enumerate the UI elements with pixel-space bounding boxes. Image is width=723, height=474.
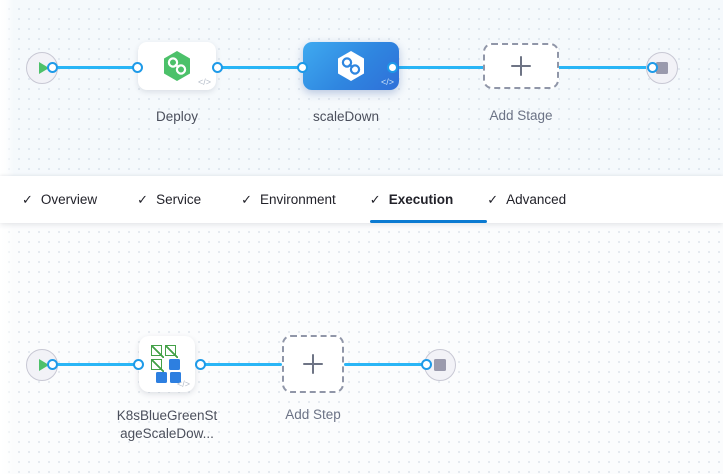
canvas-left-fade <box>0 223 14 474</box>
step-label-line1: K8sBlueGreenSt <box>116 408 218 423</box>
stage-node-scaledown[interactable]: </> <box>303 42 399 90</box>
step-port-start-out[interactable] <box>47 359 58 370</box>
step-label-line2: ageScaleDow... <box>120 426 214 441</box>
tab-label: Advanced <box>506 192 567 207</box>
plus-icon <box>511 56 531 76</box>
step-wire-addstep-end <box>344 363 428 366</box>
stage-wire-scaledown-addstage <box>392 66 487 69</box>
check-icon: ✓ <box>241 192 252 207</box>
stage-port-deploy-in[interactable] <box>132 62 143 73</box>
step-wire-start-step <box>50 363 145 366</box>
tab-label: Execution <box>388 192 454 207</box>
stage-port-deploy-out[interactable] <box>212 62 223 73</box>
harness-hexagon-white-icon <box>338 51 364 81</box>
stage-wire-start-deploy <box>50 66 146 69</box>
stage-wire-addstage-end <box>555 66 655 69</box>
step-node-k8s-scaledown[interactable]: </> <box>139 336 195 392</box>
step-port-end-in[interactable] <box>421 359 432 370</box>
tab-label: Overview <box>40 192 98 207</box>
check-icon: ✓ <box>137 192 149 207</box>
code-icon[interactable]: </> <box>176 379 190 389</box>
add-step-label: Add Step <box>285 407 341 422</box>
check-icon: ✓ <box>22 192 33 207</box>
stage-wire-deploy-scaledown <box>218 66 310 69</box>
stage-label-scaledown: scaleDown <box>312 109 380 124</box>
stage-port-end-in[interactable] <box>647 62 658 73</box>
code-icon[interactable]: </> <box>380 77 394 87</box>
stage-label-deploy: Deploy <box>155 109 199 124</box>
step-port-in[interactable] <box>133 359 144 370</box>
tab-execution[interactable]: ✓ Execution <box>369 176 488 223</box>
tab-environment[interactable]: ✓ Environment <box>241 176 370 223</box>
kubernetes-scale-icon <box>147 345 187 383</box>
add-stage-button[interactable] <box>483 43 559 89</box>
tab-active-underline <box>369 220 488 223</box>
canvas-left-fade <box>0 0 14 178</box>
stage-canvas[interactable]: </> Deploy </> scaleDown Add Stage <box>0 0 723 178</box>
tab-overview[interactable]: ✓ Overview <box>22 176 137 223</box>
stage-port-scaledown-in[interactable] <box>297 62 308 73</box>
add-step-button[interactable] <box>282 335 344 393</box>
stop-icon <box>656 62 668 74</box>
plus-icon <box>303 354 323 374</box>
tab-label: Environment <box>260 192 336 207</box>
stage-node-deploy[interactable]: </> <box>138 42 216 90</box>
step-wire-step-addstep <box>200 363 282 366</box>
tab-advanced[interactable]: ✓ Advanced <box>487 176 566 223</box>
add-stage-label: Add Stage <box>489 108 553 123</box>
check-icon: ✓ <box>487 192 499 207</box>
stage-config-tabs: ✓ Overview ✓ Service ✓ Environment ✓ Exe… <box>0 176 723 223</box>
play-icon <box>38 62 49 74</box>
stop-icon <box>434 359 446 371</box>
play-icon <box>38 359 49 371</box>
check-icon: ✓ <box>369 192 381 207</box>
stage-port-scaledown-out[interactable] <box>387 62 398 73</box>
tab-service[interactable]: ✓ Service <box>137 176 241 223</box>
step-canvas[interactable]: </> K8sBlueGreenSt ageScaleDow... Add St… <box>0 223 723 474</box>
step-port-out[interactable] <box>195 359 206 370</box>
stage-port-start-out[interactable] <box>47 62 58 73</box>
harness-hexagon-green-icon <box>164 51 190 81</box>
tab-label: Service <box>156 192 202 207</box>
code-icon[interactable]: </> <box>197 77 211 87</box>
